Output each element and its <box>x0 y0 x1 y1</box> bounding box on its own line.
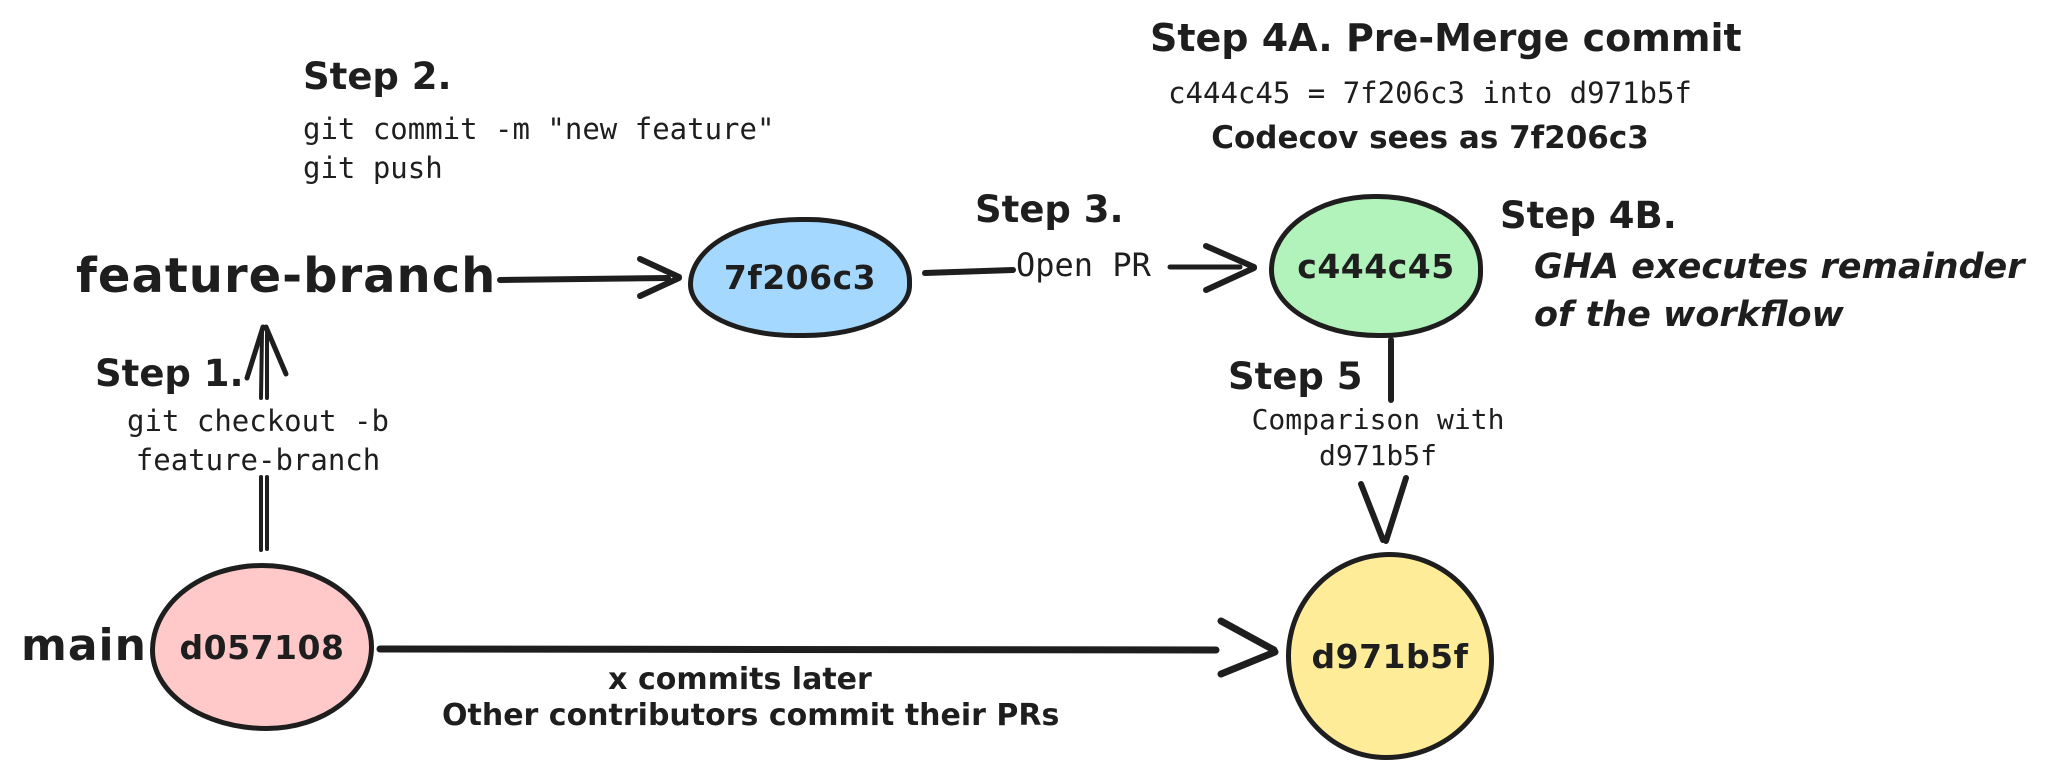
step4a-note: Codecov sees as 7f206c3 <box>1211 120 1649 156</box>
commit-label-c444c45: c444c45 <box>1297 246 1455 286</box>
arrow-checkout-up <box>244 324 289 552</box>
step4a-title: Step 4A. Pre-Merge commit <box>1150 16 1742 60</box>
commit-label-d971b5f: d971b5f <box>1311 636 1469 676</box>
commit-label-d057108: d057108 <box>179 627 345 667</box>
commit-node-c444c45: c444c45 <box>1269 194 1483 338</box>
step4b-annotation: Step 4B. GHA executes remainder of the w… <box>1500 194 2025 335</box>
arrow-feature-to-7f206c3 <box>497 256 682 299</box>
step2-annotation: Step 2. git commit -m "new feature" git … <box>303 55 774 188</box>
step4b-note-line1: GHA executes remainder <box>1534 247 2025 287</box>
arrow-comparison-down <box>1358 337 1409 544</box>
step2-code-line1: git commit -m "new feature" <box>303 112 775 146</box>
step4b-title: Step 4B. <box>1500 194 1677 237</box>
commits-later-caption: x commits later Other contributors commi… <box>442 662 1060 734</box>
step4a-annotation: Step 4A. Pre-Merge commit c444c45 = 7f20… <box>1150 16 1742 156</box>
feature-branch-label: feature-branch <box>76 248 497 304</box>
step2-code-line2: git push <box>303 151 443 185</box>
step1-code-line2: feature-branch <box>135 443 381 477</box>
arrow-main-to-d971b5f <box>376 617 1279 678</box>
step1-annotation: git checkout -b feature-branch <box>118 402 398 480</box>
step4a-code-line: c444c45 = 7f206c3 into d971b5f <box>1168 76 1692 110</box>
open-pr-label: Open PR <box>1016 246 1151 284</box>
arrow-open-pr-to-c444c45 <box>922 243 1257 293</box>
caption-line2: Other contributors commit their PRs <box>442 698 1060 733</box>
commit-node-d057108: d057108 <box>150 563 374 731</box>
commit-label-7f206c3: 7f206c3 <box>723 258 877 297</box>
step1-code-line1: git checkout -b <box>127 404 389 438</box>
caption-line1: x commits later <box>608 662 872 697</box>
commit-node-d971b5f: d971b5f <box>1286 552 1494 760</box>
commit-node-7f206c3: 7f206c3 <box>688 217 912 338</box>
step2-title: Step 2. <box>303 55 452 98</box>
step5-title: Step 5 <box>1228 355 1363 398</box>
main-branch-label: main <box>21 620 147 671</box>
step1-title: Step 1. <box>95 352 244 395</box>
step3-title: Step 3. <box>975 188 1124 231</box>
step5-annotation: Comparison with d971b5f <box>1240 402 1516 474</box>
step5-note-line1: Comparison with <box>1251 403 1505 436</box>
step5-note-line2: d971b5f <box>1318 439 1437 472</box>
step4b-note-line2: of the workflow <box>1534 295 1844 335</box>
